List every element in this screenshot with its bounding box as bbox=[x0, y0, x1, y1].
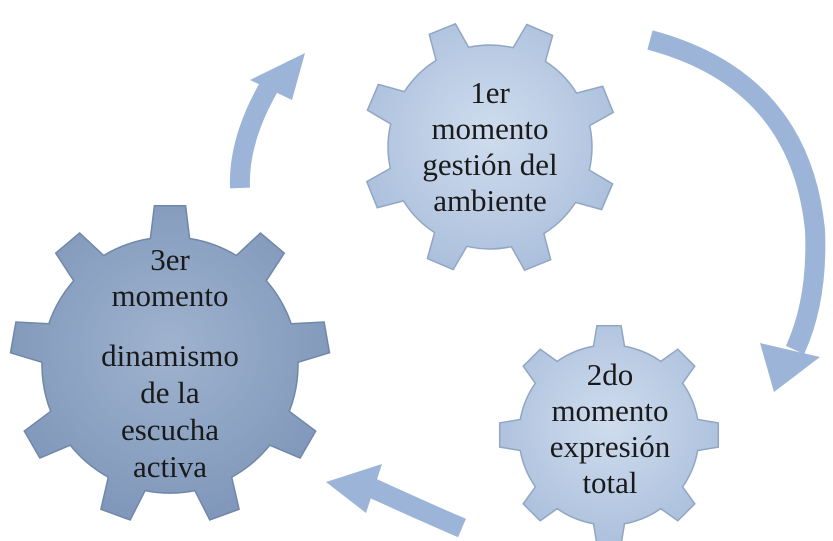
gear-2 bbox=[498, 324, 720, 541]
gear-2-label: 2do momento expresión total bbox=[550, 357, 671, 500]
gear-3-label: 3er momento dinamismo de la escucha acti… bbox=[101, 242, 239, 484]
arrow-bottom bbox=[365, 477, 466, 538]
gear-1 bbox=[365, 22, 615, 272]
gear-1-line-4: ambiente bbox=[433, 183, 547, 218]
arrow-top-right bbox=[647, 30, 826, 355]
arrow-left bbox=[229, 79, 279, 189]
gear-3-line-1: 3er bbox=[150, 242, 190, 277]
gear-3-line-3: dinamismo bbox=[101, 338, 239, 373]
gear-2-line-1: 2do bbox=[587, 357, 634, 392]
arrows bbox=[229, 30, 826, 538]
gear-3-line-6: activa bbox=[133, 449, 207, 484]
gear-2-line-4: total bbox=[582, 465, 637, 500]
gear-1-line-3: gestión del bbox=[422, 147, 557, 182]
gear-1-line-1: 1er bbox=[470, 75, 510, 110]
gear-2-line-3: expresión bbox=[550, 429, 671, 464]
gear-3-line-2: momento bbox=[111, 278, 228, 313]
gear-3-line-4: de la bbox=[140, 375, 200, 410]
arrow-top-right-head bbox=[760, 343, 820, 392]
gear-1-label: 1er momento gestión del ambiente bbox=[422, 75, 557, 218]
gear-1-line-2: momento bbox=[431, 111, 548, 146]
arrow-left-head bbox=[250, 53, 305, 100]
arrow-bottom-head bbox=[326, 464, 382, 513]
gear-2-line-2: momento bbox=[551, 393, 668, 428]
gear-3-line-5: escucha bbox=[121, 412, 219, 447]
gear-3 bbox=[9, 205, 331, 521]
